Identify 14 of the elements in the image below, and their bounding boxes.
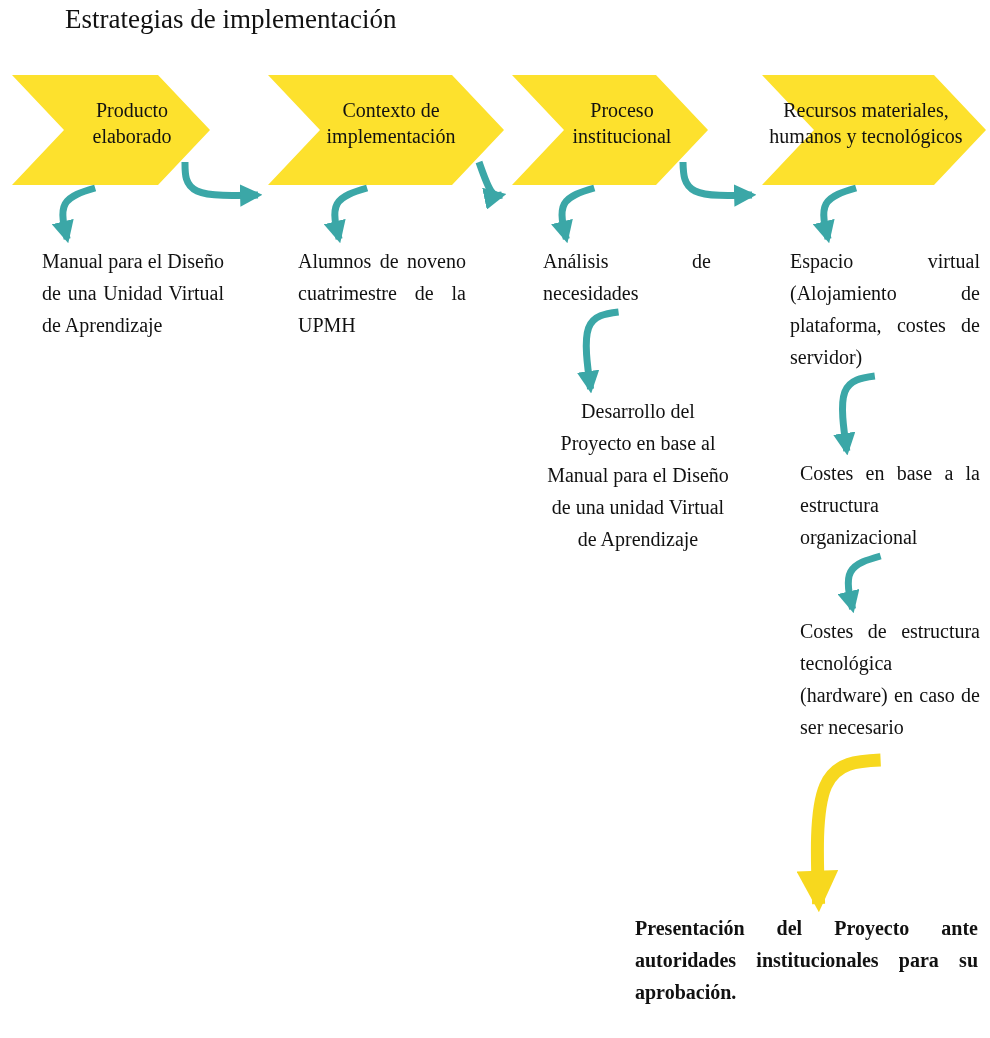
chevron-label: Proceso institucional xyxy=(571,98,673,149)
step-text: Costes de estructura tecnológica (hardware) en caso de ser necesario xyxy=(800,619,980,740)
curved-arrow xyxy=(837,552,882,614)
step-text: Manual para el Diseño de una Unidad Virtual de Aprendizaje xyxy=(42,249,224,339)
chevron-label: Contexto de implementación xyxy=(325,98,457,149)
step-text: Alumnos de noveno cuatrimestre de la UPMH xyxy=(298,249,466,338)
step-text: Análisis de necesidades xyxy=(543,249,711,306)
chevron-label: Producto elaborado xyxy=(91,98,173,149)
step-text: Costes en base a la estructura organizacional xyxy=(800,461,980,551)
step-text: Desarrollo del Proyecto en base al Manual para el Diseño de una unidad Virtual de Aprendizaje xyxy=(546,399,730,553)
step-text: Espacio virtual (Alojamiento de plataforma, costes de servidor) xyxy=(790,249,980,371)
diagram-title: Estrategias de implementación xyxy=(65,4,397,35)
curved-arrow xyxy=(475,160,507,210)
step-text: Presentación del Proyecto ante autoridades institucionales para su aprobación. xyxy=(635,916,978,1006)
